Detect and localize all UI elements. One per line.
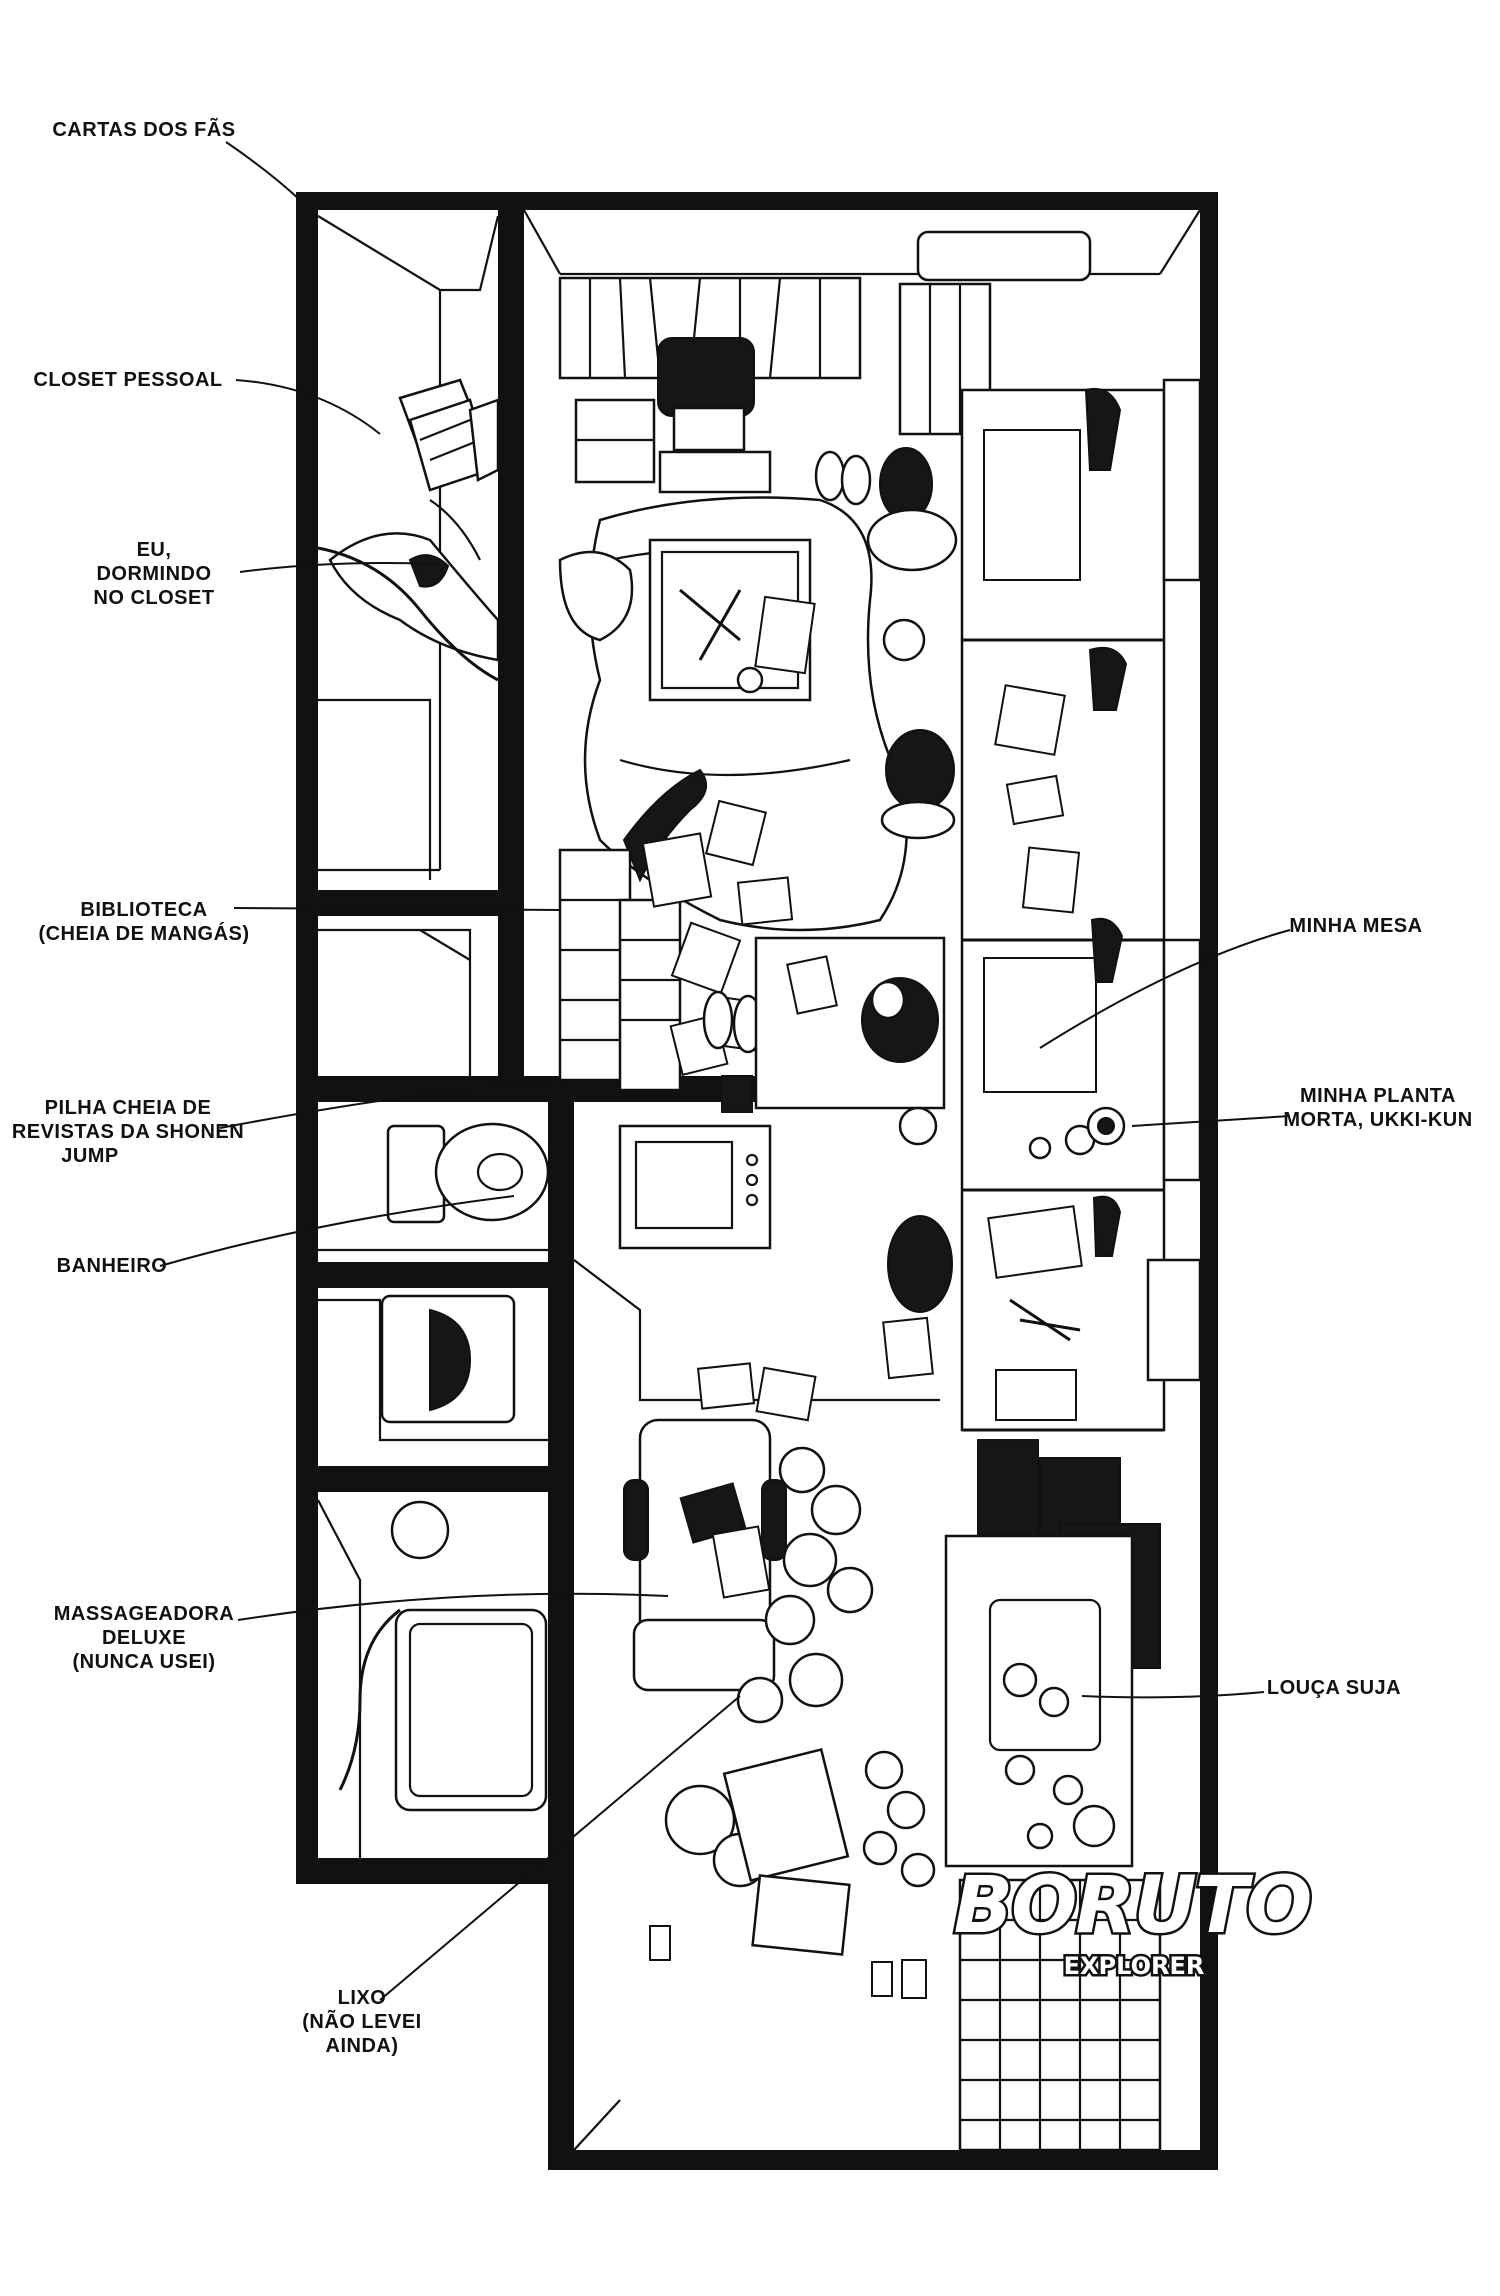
- label-library-2: (CHEIA DE MANGÁS): [38, 922, 249, 945]
- leader-lines: [159, 141, 1291, 2001]
- label-plant-1: MINHA PLANTA: [1300, 1085, 1456, 1107]
- label-trash-1: LIXO: [338, 1987, 387, 2009]
- tv: [657, 337, 772, 494]
- label-sleeping-3: NO CLOSET: [93, 587, 214, 609]
- label-jump-3: JUMP: [61, 1145, 119, 1167]
- label-sleeping-2: DORMINDO: [96, 563, 211, 585]
- logo-subtitle: EXPLORER: [1064, 1952, 1205, 1980]
- label-fan-letters: CARTAS DOS FÃS: [52, 118, 235, 141]
- label-my-desk: MINHA MESA: [1289, 915, 1422, 937]
- lower-room: [573, 1124, 1162, 2152]
- label-trash-3: AINDA): [326, 2035, 399, 2057]
- label-jump-1: PILHA CHEIA DE: [45, 1097, 212, 1119]
- dead-plant: [1086, 1106, 1126, 1146]
- bookshelf: [558, 848, 682, 1092]
- label-massager-1: MASSAGEADORA: [54, 1603, 234, 1625]
- low-table: [648, 538, 812, 702]
- main-room: [523, 209, 1201, 1146]
- logo-title: BORUTO: [954, 1861, 1311, 1951]
- bathroom: [317, 1122, 550, 1858]
- storage-crates: [398, 378, 500, 492]
- label-dirty-dishes: LOUÇA SUJA: [1267, 1677, 1401, 1699]
- label-massager-3: (NUNCA USEI): [72, 1651, 215, 1673]
- boruto-explorer-logo: BORUTO EXPLORER: [951, 1859, 1315, 1983]
- chair-middle: [885, 729, 955, 811]
- toilet-bowl: [434, 1122, 550, 1222]
- chair-lower: [887, 1215, 953, 1313]
- massage-chair: [623, 1418, 787, 1692]
- sleeping-person: [328, 499, 500, 662]
- bathtub: [394, 1608, 548, 1812]
- label-bathroom: BANHEIRO: [57, 1255, 168, 1277]
- entrance-tiles: [958, 1878, 1162, 2152]
- label-massager-2: DELUXE: [102, 1627, 186, 1649]
- kitchen-counter: [944, 1534, 1134, 1868]
- closet-area: [317, 215, 500, 1076]
- label-trash-2: (NÃO LEVEI: [302, 2010, 421, 2033]
- microwave: [618, 1124, 772, 1250]
- label-jump-2: REVISTAS DA SHONEN: [12, 1121, 244, 1143]
- label-personal-closet: CLOSET PESSOAL: [33, 369, 222, 391]
- trash-bags: [664, 1446, 936, 1956]
- label-sleeping-1: EU,: [137, 539, 172, 561]
- air-conditioner: [916, 230, 1092, 282]
- label-plant-2: MORTA, UKKI-KUN: [1283, 1109, 1472, 1131]
- right-desks: [882, 378, 1202, 1432]
- label-library-1: BIBLIOTECA: [80, 899, 207, 921]
- labels: CARTAS DOS FÃS CLOSET PESSOAL EU, DORMIN…: [12, 118, 1472, 2057]
